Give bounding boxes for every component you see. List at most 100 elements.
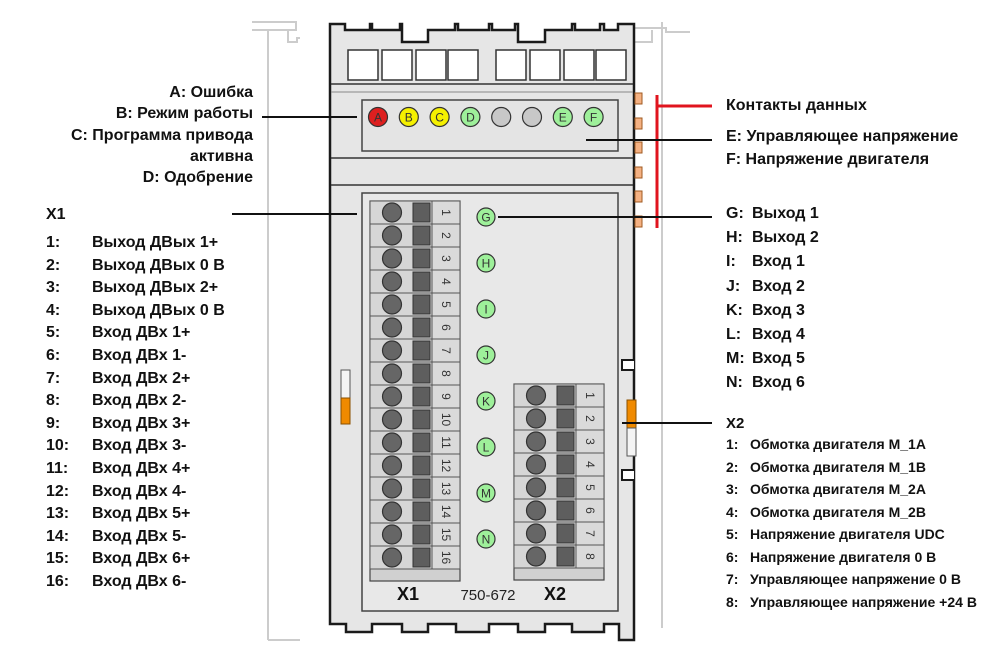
release-lever[interactable] (556, 546, 575, 567)
release-lever[interactable] (412, 524, 431, 545)
clamp-hole (381, 294, 403, 315)
x1-pin-row: 1:Выход ДВых 1+ (46, 234, 218, 252)
x1-pin-row-number: 14: (46, 527, 70, 545)
led-letter: N (482, 533, 491, 547)
led-letter: D (466, 111, 475, 125)
release-lever[interactable] (412, 225, 431, 246)
terminal-number: 1 (439, 209, 453, 216)
x2-pin-row-text: Обмотка двигателя M_2B (750, 503, 926, 520)
x1-terminal[interactable]: 4 (369, 269, 461, 294)
led-circle (476, 299, 496, 319)
power-contact-left-slot (340, 369, 351, 399)
x2-terminal[interactable]: 1 (513, 383, 605, 408)
x1-terminal[interactable]: 5 (369, 292, 461, 317)
data-contact (634, 141, 643, 154)
x1-pin-row-text: Выход ДВых 0 В (92, 256, 225, 274)
clamp-hole (381, 363, 403, 384)
led-label-d: D: Одобрение (142, 169, 253, 186)
x1-terminal[interactable]: 14 (369, 499, 461, 524)
release-lever[interactable] (412, 271, 431, 292)
status-led-unused (491, 106, 512, 128)
x1-pin-row-number: 10: (46, 437, 70, 455)
x1-pin-row: 5:Вход ДВх 1+ (46, 324, 190, 342)
clamp-hole (381, 547, 403, 568)
release-lever[interactable] (412, 363, 431, 384)
data-contacts-bracket (655, 95, 712, 228)
release-lever[interactable] (412, 294, 431, 315)
io-led-key: N: (726, 374, 743, 392)
io-led-text: Вход 1 (752, 253, 805, 271)
led-circle (476, 345, 496, 365)
status-led-c: C (429, 106, 450, 128)
clamp-hole (381, 386, 403, 407)
x1-pin-row-number: 7: (46, 369, 61, 387)
x1-pin-row: 10:Вход ДВх 3- (46, 437, 186, 455)
terminal-number: 7 (439, 347, 453, 354)
x2-terminal[interactable]: 2 (513, 406, 605, 431)
data-contact (634, 166, 643, 179)
io-led-label: K:Вход 3 (726, 302, 805, 320)
x1-pin-row: 16:Вход ДВх 6- (46, 573, 186, 591)
x1-terminal[interactable]: 3 (369, 246, 461, 271)
release-lever[interactable] (412, 547, 431, 568)
x2-pin-row: 7:Управляющее напряжение 0 В (726, 571, 961, 587)
status-led-a: A (367, 106, 389, 128)
x2-terminal[interactable]: 3 (513, 429, 605, 454)
terminal-number: 8 (583, 553, 597, 560)
release-lever[interactable] (412, 386, 431, 407)
led-circle (429, 106, 450, 128)
terminal-number: 14 (439, 505, 453, 519)
x1-pin-row-number: 4: (46, 301, 61, 319)
x2-terminal[interactable]: 4 (513, 452, 605, 477)
release-lever[interactable] (556, 477, 575, 498)
release-lever[interactable] (412, 409, 431, 430)
x1-terminal[interactable]: 16 (369, 545, 461, 570)
release-lever[interactable] (412, 455, 431, 476)
led-label-c-cont: активна (190, 148, 253, 165)
x2-pin-row-text: Управляющее напряжение 0 В (750, 571, 961, 587)
release-lever[interactable] (556, 385, 575, 406)
x1-terminal[interactable]: 10 (369, 407, 461, 432)
clamp-hole (381, 248, 403, 269)
x2-terminal[interactable]: 6 (513, 498, 605, 523)
release-lever[interactable] (412, 248, 431, 269)
x1-terminal[interactable]: 7 (369, 338, 461, 363)
x2-terminal[interactable]: 5 (513, 475, 605, 500)
x1-terminal[interactable]: 2 (369, 223, 461, 248)
terminal-number: 6 (439, 324, 453, 331)
ghost-module-left (252, 21, 300, 641)
x2-terminal[interactable]: 8 (513, 544, 605, 569)
x1-pin-row-text: Вход ДВх 6- (92, 573, 187, 590)
release-lever[interactable] (556, 431, 575, 452)
release-lever[interactable] (412, 202, 431, 223)
release-lever[interactable] (412, 317, 431, 338)
x1-terminal[interactable]: 11 (369, 430, 461, 455)
x1-terminal[interactable]: 8 (369, 361, 461, 386)
release-lever[interactable] (556, 500, 575, 521)
x1-terminal[interactable]: 1 (369, 200, 461, 225)
x1-terminal[interactable]: 9 (369, 384, 461, 409)
x2-pin-row-number: 1: (726, 436, 739, 452)
data-contact (634, 190, 643, 203)
terminal-number-field (431, 545, 461, 570)
clamp-hole (381, 409, 403, 430)
x1-terminal[interactable]: 15 (369, 522, 461, 547)
release-lever[interactable] (412, 501, 431, 522)
release-lever[interactable] (412, 432, 431, 453)
terminal-number: 5 (439, 301, 453, 308)
x1-pin-row-text: Вход ДВх 4+ (92, 460, 191, 477)
x2-pin-row-number: 2: (726, 458, 739, 475)
release-lever[interactable] (556, 523, 575, 544)
release-lever[interactable] (412, 478, 431, 499)
status-led-e: E (552, 106, 573, 128)
x1-terminal[interactable]: 6 (369, 315, 461, 340)
x1-pin-row: 9:Вход ДВх 3+ (46, 415, 190, 433)
x1-pin-row: 12:Вход ДВх 4- (46, 483, 186, 501)
x2-terminal[interactable]: 7 (513, 521, 605, 546)
release-lever[interactable] (412, 340, 431, 361)
release-lever[interactable] (556, 454, 575, 475)
x1-terminal[interactable]: 13 (369, 476, 461, 501)
power-contact-right-slot (626, 427, 637, 457)
release-lever[interactable] (556, 408, 575, 429)
x1-terminal[interactable]: 12 (369, 453, 461, 478)
